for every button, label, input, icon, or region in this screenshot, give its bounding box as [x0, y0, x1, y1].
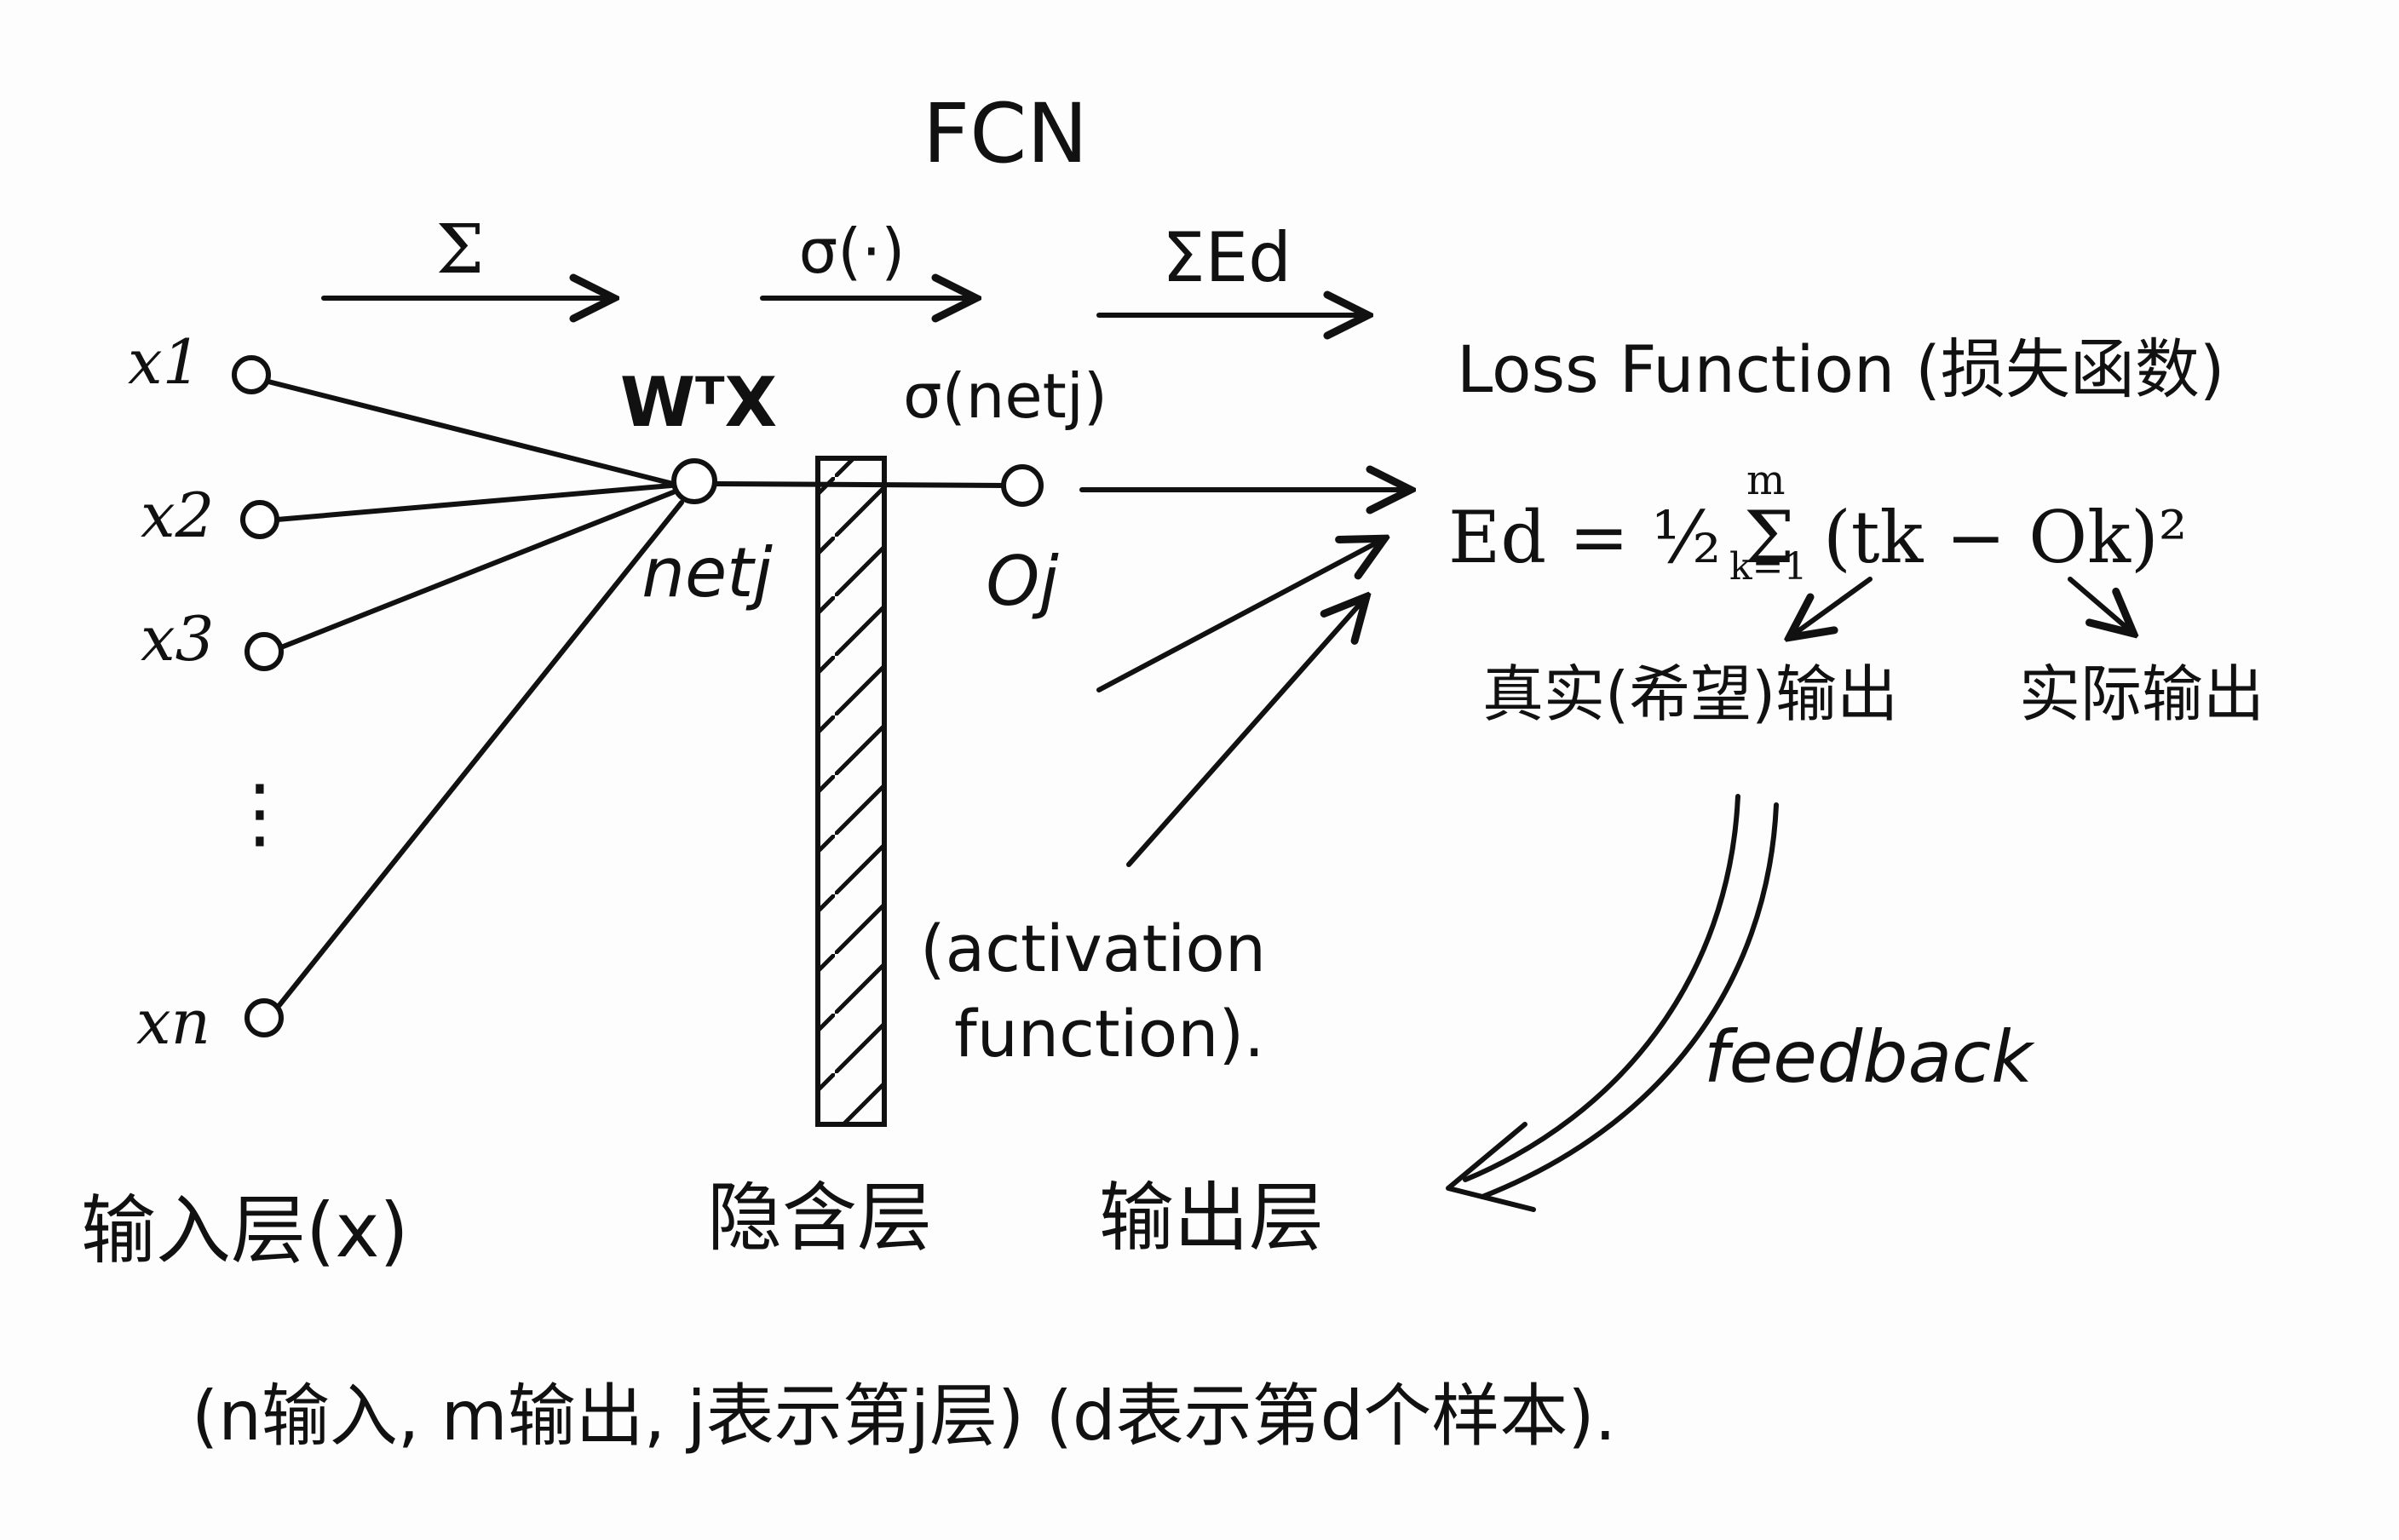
input-xn-label: xn [136, 986, 210, 1058]
net-node [671, 458, 717, 504]
feedback-curve-inner [1480, 802, 1779, 1199]
input-node-x1 [232, 355, 271, 394]
feedback-curve-outer [1463, 794, 1740, 1182]
feedback-arrowhead [1446, 1122, 1536, 1212]
output-oj-label: Oj [986, 542, 1059, 621]
diagram-title: FCN [923, 86, 1088, 181]
feedback-label: feedback [1704, 1015, 2035, 1099]
hidden-layer-label: 隐含层 [707, 1174, 932, 1261]
weighted-sum-label: WᵀX [620, 363, 777, 442]
true-output-label: 真实(希望)输出 [1482, 658, 1898, 730]
edge-x3 [279, 490, 676, 650]
edge-xn [277, 500, 684, 1008]
input-node-xn [245, 998, 284, 1037]
true-output-arrow [1793, 577, 1873, 635]
activation-label: σ(·) [799, 215, 906, 287]
footnote: (n输入, m输出, j表示第j层) (d表示第d个样本). [192, 1376, 1616, 1456]
loss-formula-lower: k=1 [1729, 545, 1808, 589]
net-label: netj [641, 533, 773, 612]
input-x3-label: x3 [141, 603, 214, 675]
activation-arrow-upper [1096, 541, 1380, 692]
input-x1-label: x1 [128, 326, 201, 398]
actual-output-label: 实际输出 [2019, 658, 2264, 730]
activation-note-line2: function). [954, 996, 1264, 1072]
output-layer-label: 输出层 [1099, 1174, 1324, 1261]
activation-arrow-lower [1126, 600, 1363, 867]
hidden-layer-bar [815, 456, 887, 1127]
actual-output-arrow [2068, 577, 2130, 630]
edge-net-to-output [713, 481, 1008, 488]
input-node-x3 [245, 632, 284, 671]
sigma-net-label: σ(netj) [903, 360, 1107, 432]
loss-sum-label: ΣEd [1162, 218, 1292, 297]
activation-note-line1: (activation [920, 911, 1266, 986]
output-node [1001, 464, 1044, 507]
loss-formula-body: (tk − Ok)² [1823, 496, 2187, 579]
input-node-x2 [240, 500, 279, 539]
edge-x2 [274, 483, 674, 522]
input-x2-label: x2 [141, 480, 214, 551]
loss-formula-lhs: Ed = ½ Σ [1448, 496, 1794, 579]
loss-formula-upper: m [1746, 457, 1786, 504]
loss-heading: Loss Function (损失函数) [1457, 331, 2225, 407]
input-dots: ⋮ [221, 768, 298, 858]
edge-x1 [266, 379, 676, 486]
input-layer-label: 输入层(x) [81, 1187, 409, 1274]
sum-label: Σ [436, 210, 485, 289]
